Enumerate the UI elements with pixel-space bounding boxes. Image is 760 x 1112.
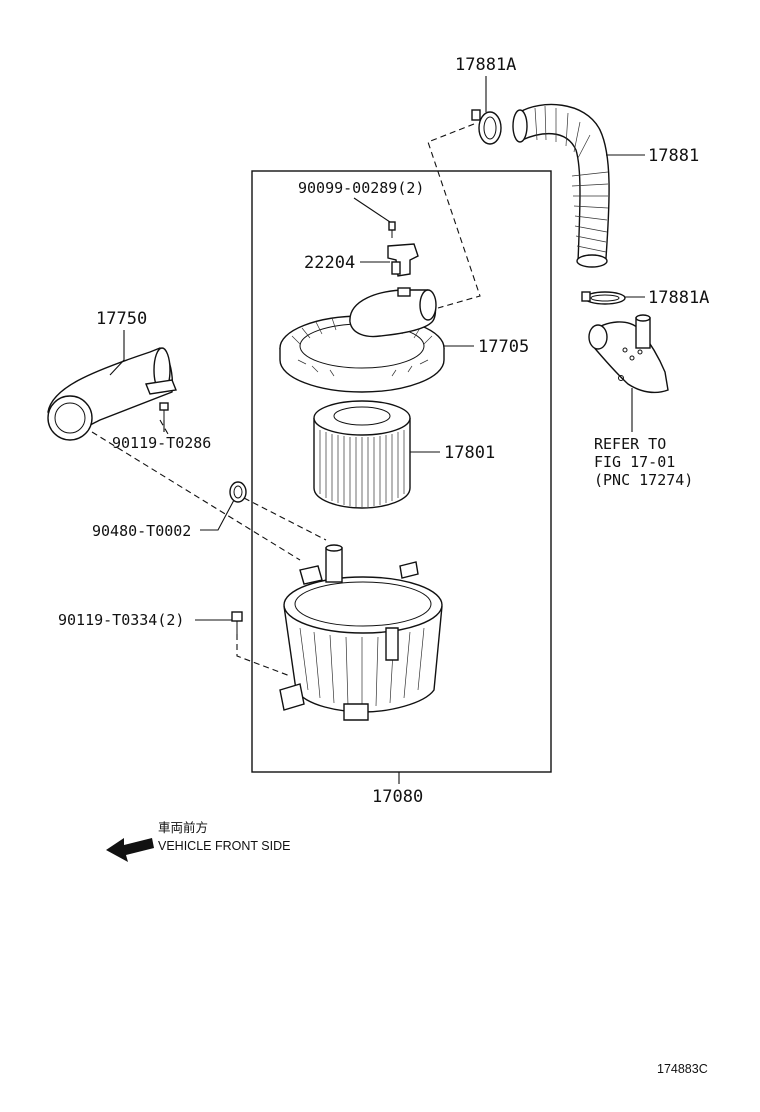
label-17705: 17705 (478, 337, 529, 357)
assembly-box-17080 (251, 170, 552, 773)
label-90480-t0002: 90480-T0002 (92, 522, 191, 540)
label-17801: 17801 (444, 443, 495, 463)
vehicle-front-en: VEHICLE FRONT SIDE (158, 839, 290, 853)
refer-note-line1: REFER TO (594, 435, 666, 453)
intake-elbow-reference-part (588, 314, 669, 394)
airflow-sensor-22204 (387, 243, 419, 277)
bolt-90119-t0286 (159, 402, 169, 420)
label-17881: 17881 (648, 146, 699, 166)
vehicle-front-jp: 車両前方 (158, 820, 208, 835)
filter-element-17801 (313, 400, 411, 509)
air-cleaner-cover-17705 (279, 287, 445, 393)
air-cleaner-case (279, 544, 443, 721)
label-17750: 17750 (96, 309, 147, 329)
label-90099-00289: 90099-00289(2) (298, 179, 424, 197)
label-22204: 22204 (304, 253, 355, 273)
label-17080: 17080 (372, 787, 423, 807)
hose-clamp-17881a-top (471, 109, 502, 145)
refer-note-line2: FIG 17-01 (594, 453, 675, 471)
label-90119-t0286: 90119-T0286 (112, 434, 211, 452)
label-17881a-top: 17881A (455, 55, 516, 75)
hose-clamp-17881a-bottom (581, 291, 626, 305)
bolt-90119-t0334 (231, 611, 243, 634)
air-duct-17750 (47, 347, 177, 441)
refer-note-line3: (PNC 17274) (594, 471, 693, 489)
vehicle-front-arrow-icon (106, 838, 154, 862)
label-90119-t0334: 90119-T0334(2) (58, 611, 184, 629)
intake-hose-17881 (512, 103, 610, 268)
figure-code: 174883C (657, 1062, 708, 1076)
grommet-90480 (229, 481, 247, 503)
label-17881a-bottom: 17881A (648, 288, 709, 308)
bolt-90099 (388, 221, 396, 238)
